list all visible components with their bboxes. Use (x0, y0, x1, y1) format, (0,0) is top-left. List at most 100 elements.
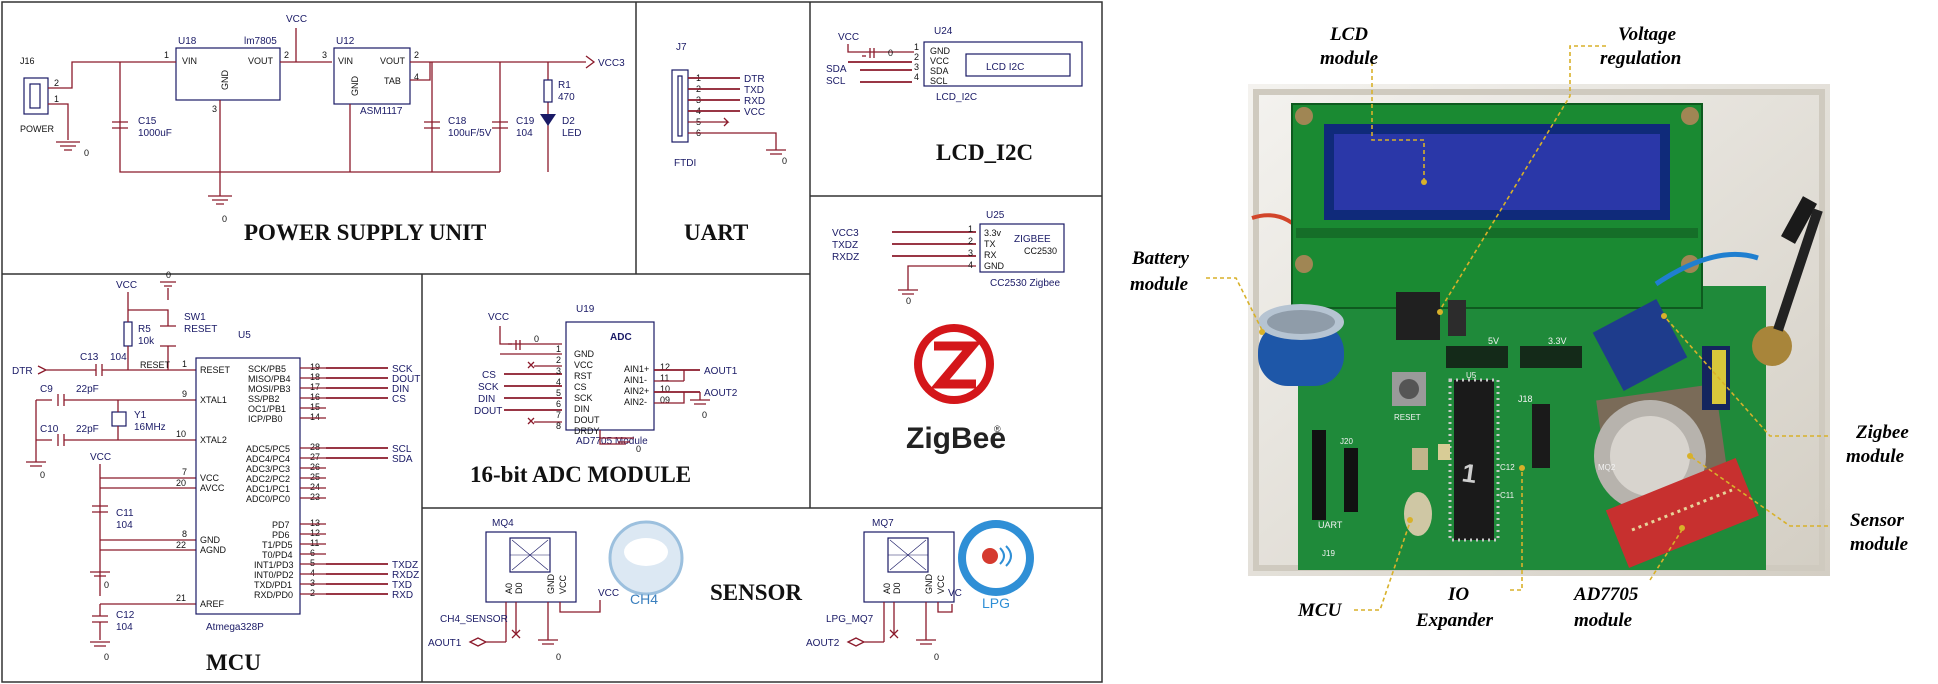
svg-text:LED: LED (562, 128, 581, 139)
svg-text:AOUT1: AOUT1 (428, 638, 462, 649)
svg-text:12: 12 (660, 362, 670, 372)
svg-text:TXD/PD1: TXD/PD1 (254, 580, 292, 590)
svg-text:104: 104 (116, 520, 133, 531)
svg-text:3: 3 (322, 50, 327, 60)
uart-pins: 1 2 3 4 5 6 0 DTR TXD RXD VCC (688, 73, 787, 166)
zigbee-chip (979, 223, 1065, 273)
zigbee-module-photo (1592, 196, 1823, 410)
svg-text:VCC: VCC (200, 473, 220, 483)
svg-text:INT0/PD2: INT0/PD2 (254, 570, 294, 580)
sensor-section: MQ4 A0 D0 GND VCC VCC CH4_SENSOR 0 AOUT1… (428, 518, 1034, 662)
svg-text:0: 0 (556, 652, 561, 662)
svg-text:SS/PB2: SS/PB2 (248, 394, 280, 404)
svg-text:20: 20 (176, 478, 186, 488)
svg-text:AREF: AREF (200, 599, 225, 609)
ad7705-module-photo (1605, 457, 1759, 568)
svg-text:2: 2 (310, 588, 315, 598)
svg-text:0: 0 (104, 580, 109, 590)
svg-text:C11: C11 (116, 508, 134, 519)
svg-text:SCL: SCL (930, 76, 948, 86)
svg-text:GND: GND (924, 574, 934, 595)
svg-text:ADC5/PC5: ADC5/PC5 (246, 444, 290, 454)
svg-text:0: 0 (636, 444, 641, 454)
svg-text:VIN: VIN (338, 56, 353, 66)
svg-text:10k: 10k (138, 336, 155, 347)
svg-text:GND: GND (546, 574, 556, 595)
svg-text:VCC: VCC (598, 588, 619, 599)
svg-text:16: 16 (310, 392, 320, 402)
svg-text:GND: GND (984, 261, 1005, 271)
svg-text:VCC: VCC (936, 574, 946, 594)
svg-text:C11: C11 (1500, 491, 1515, 500)
mcu-right-pins: SCK/PB5 MISO/PB4 MOSI/PB3 SS/PB2 OC1/PB1… (246, 362, 320, 600)
svg-text:23: 23 (310, 492, 320, 502)
svg-text:09: 09 (660, 395, 670, 405)
svg-text:PD6: PD6 (272, 530, 290, 540)
svg-text:TX: TX (984, 239, 996, 249)
svg-text:RXD/PD0: RXD/PD0 (254, 590, 293, 600)
svg-text:AD7705 Module: AD7705 Module (576, 436, 648, 447)
svg-text:C9: C9 (40, 384, 53, 395)
svg-text:Y1: Y1 (134, 410, 147, 421)
svg-text:LCD_I2C: LCD_I2C (936, 92, 977, 103)
svg-text:470: 470 (558, 92, 575, 103)
svg-text:AIN2+: AIN2+ (624, 386, 649, 396)
svg-text:RESET: RESET (200, 365, 231, 375)
svg-text:MQ7: MQ7 (872, 518, 894, 529)
board-photo: 5V 3.3V U5 RESET 1 J18 C12 C11 UART J20 … (1248, 84, 1830, 576)
svg-text:0: 0 (84, 148, 89, 158)
svg-text:0: 0 (934, 652, 939, 662)
callout-sensor: Sensor module (1850, 510, 1909, 555)
svg-text:U5: U5 (1466, 371, 1477, 380)
svg-text:INT1/PD3: INT1/PD3 (254, 560, 294, 570)
svg-text:0: 0 (222, 214, 227, 224)
svg-text:18: 18 (310, 372, 320, 382)
svg-text:11: 11 (660, 373, 669, 383)
svg-text:25: 25 (310, 472, 320, 482)
svg-text:VIN: VIN (182, 56, 197, 66)
svg-text:AIN1+: AIN1+ (624, 364, 649, 374)
svg-text:7: 7 (182, 467, 187, 477)
mcu-chip-photo (1454, 380, 1494, 540)
svg-text:AGND: AGND (200, 545, 227, 555)
svg-text:7: 7 (556, 410, 561, 420)
svg-text:TXD: TXD (744, 85, 764, 96)
svg-text:SCK/PB5: SCK/PB5 (248, 364, 286, 374)
svg-text:VCC: VCC (574, 360, 594, 370)
svg-text:ICP/PB0: ICP/PB0 (248, 414, 283, 424)
svg-text:VCC3: VCC3 (598, 58, 625, 69)
svg-text:GND: GND (220, 70, 230, 91)
svg-text:DIN: DIN (574, 404, 590, 414)
svg-text:3: 3 (310, 578, 315, 588)
svg-text:MQ2: MQ2 (1598, 463, 1616, 472)
svg-text:J7: J7 (676, 42, 687, 53)
svg-text:®: ® (994, 424, 1001, 434)
svg-text:AOUT1: AOUT1 (704, 366, 738, 377)
callouts: LCD module Voltage regulation Battery mo… (1130, 24, 1909, 631)
svg-text:4: 4 (914, 72, 919, 82)
svg-text:MISO/PB4: MISO/PB4 (248, 374, 291, 384)
svg-text:17: 17 (310, 382, 320, 392)
callout-io: IO Expander (1415, 584, 1494, 631)
svg-text:C12: C12 (116, 610, 135, 621)
callout-lcd: LCD module (1320, 24, 1379, 69)
svg-text:DOUT: DOUT (574, 415, 600, 425)
svg-text:DTR: DTR (744, 74, 765, 85)
adc-section: VCC 0 CS SCK DIN DOUT U19 ADC AD7705 Mod… (470, 304, 738, 487)
svg-text:RX: RX (984, 250, 997, 260)
svg-text:ADC2/PC2: ADC2/PC2 (246, 474, 290, 484)
svg-text:MQ4: MQ4 (492, 518, 514, 529)
svg-text:U19: U19 (576, 304, 595, 315)
lcd-i2c-section: VCC SDA SCL 0 U24 LCD I2C GND VCC SDA SC… (826, 26, 1083, 165)
svg-text:DTR: DTR (12, 366, 33, 377)
svg-text:LPG: LPG (982, 595, 1010, 611)
mcu-section-title: MCU (206, 650, 261, 675)
svg-text:AVCC: AVCC (200, 483, 225, 493)
svg-text:3: 3 (968, 248, 973, 258)
svg-text:24: 24 (310, 482, 320, 492)
callout-voltage: Voltage regulation (1600, 24, 1681, 69)
svg-text:AOUT2: AOUT2 (806, 638, 840, 649)
svg-text:U18: U18 (178, 36, 197, 47)
svg-text:VCC: VCC (116, 280, 137, 291)
svg-text:ADC0/PC0: ADC0/PC0 (246, 494, 290, 504)
